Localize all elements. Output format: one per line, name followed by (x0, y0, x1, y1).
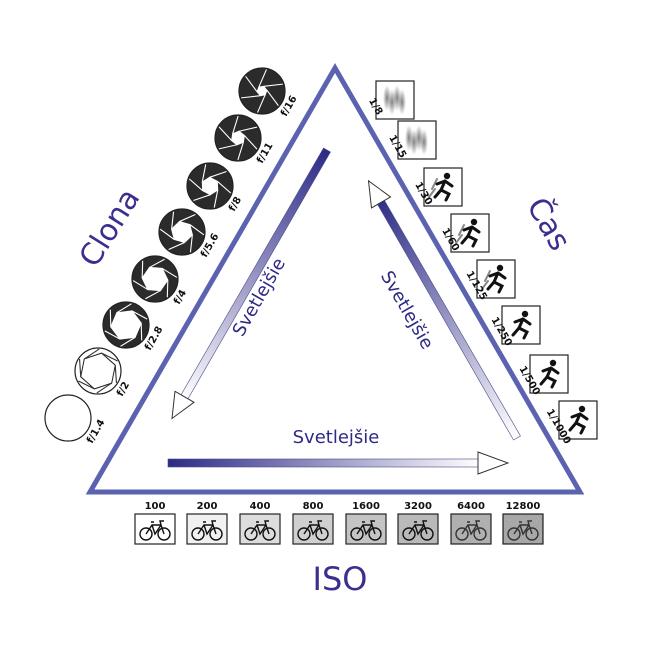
aperture-title: Clona (73, 183, 148, 274)
iso-label: 1600 (352, 501, 380, 512)
iso-label: 200 (197, 501, 218, 512)
running-figure-icon (539, 359, 560, 389)
aperture-icon (158, 208, 206, 256)
aperture-icon (44, 394, 92, 442)
aperture-icon (214, 114, 262, 162)
iso-label: 400 (250, 501, 271, 512)
bicycle-icon (507, 520, 539, 541)
iso-label: 800 (303, 501, 324, 512)
bicycle-icon (297, 520, 329, 541)
aperture-icon (74, 347, 122, 395)
bottom-arrow-label: Svetlejšie (293, 427, 380, 448)
bottom-arrow (167, 451, 510, 475)
bicycle-icon (191, 520, 223, 541)
running-figure-icon (568, 405, 589, 435)
iso-label: 3200 (404, 501, 432, 512)
aperture-icon (131, 255, 179, 303)
bicycle-icon (139, 520, 171, 541)
exposure-triangle (85, 63, 585, 495)
aperture-icon (238, 67, 286, 115)
iso-title: ISO (313, 560, 368, 598)
shutter-icon (375, 80, 415, 120)
shutter-icon (501, 305, 541, 345)
iso-icon (239, 513, 281, 545)
iso-icon (186, 513, 228, 545)
shutter-icon (423, 167, 463, 207)
iso-label: 6400 (457, 501, 485, 512)
shutter-title: Čas (519, 191, 579, 257)
iso-label: 100 (145, 501, 166, 512)
aperture-icon (102, 301, 150, 349)
running-figure-icon (511, 310, 532, 340)
bicycle-icon (455, 520, 487, 541)
iso-icon (292, 513, 334, 545)
aperture-icon (186, 162, 234, 210)
bicycle-icon (244, 520, 276, 541)
running-figure-icon (455, 218, 481, 248)
iso-icon (397, 513, 439, 545)
running-figure-icon (481, 264, 507, 294)
iso-icon (345, 513, 387, 545)
shutter-icon (558, 400, 598, 440)
iso-icon (450, 513, 492, 545)
running-figure-icon (428, 172, 454, 202)
shutter-icon (529, 354, 569, 394)
iso-icon (502, 513, 544, 545)
bicycle-icon (350, 520, 382, 541)
shutter-icon (450, 213, 490, 253)
right-arrow (367, 179, 521, 441)
iso-label: 12800 (506, 501, 541, 512)
bicycle-icon (402, 520, 434, 541)
shutter-icon (476, 259, 516, 299)
shutter-icon (397, 120, 437, 160)
iso-icon (134, 513, 176, 545)
iso-series: 100 200 400 800 1600 3200 6400 12800 (134, 501, 544, 545)
left-arrow (171, 147, 331, 420)
